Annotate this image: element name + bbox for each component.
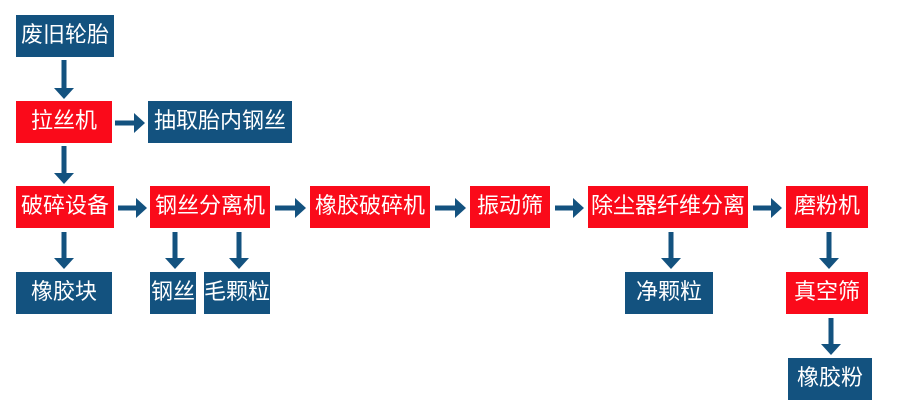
node-label: 拉丝机 <box>30 108 97 133</box>
node-label: 废旧轮胎 <box>20 22 109 47</box>
arrow-down-icon <box>53 58 75 100</box>
node-label: 橡胶粉 <box>796 365 863 390</box>
node-label: 橡胶破碎机 <box>314 193 425 218</box>
arrow-right-icon <box>117 197 148 219</box>
node-clean_granule[interactable]: 净颗粒 <box>625 272 713 314</box>
node-crusher[interactable]: 破碎设备 <box>16 186 114 228</box>
node-extract_bead_wire[interactable]: 抽取胎内钢丝 <box>148 101 292 143</box>
node-wire_drawing[interactable]: 拉丝机 <box>16 101 112 143</box>
node-rubber_crusher[interactable]: 橡胶破碎机 <box>310 186 430 228</box>
node-label: 抽取胎内钢丝 <box>153 108 286 133</box>
node-waste_tire[interactable]: 废旧轮胎 <box>16 15 114 57</box>
node-label: 磨粉机 <box>793 193 860 218</box>
arrow-down-icon <box>53 144 75 185</box>
arrow-right-icon <box>752 197 783 219</box>
arrow-right-icon <box>434 197 467 219</box>
node-label: 毛颗粒 <box>204 279 271 304</box>
arrow-right-icon <box>554 197 585 219</box>
arrow-down-icon <box>164 230 186 270</box>
node-label: 净颗粒 <box>635 279 702 304</box>
node-steel_wire[interactable]: 钢丝 <box>150 272 196 314</box>
arrow-right-icon <box>114 112 146 134</box>
node-fuzzy_granule[interactable]: 毛颗粒 <box>204 272 270 314</box>
node-label: 橡胶块 <box>30 279 97 304</box>
node-vibrating_screen[interactable]: 振动筛 <box>470 186 550 228</box>
node-rubber_powder[interactable]: 橡胶粉 <box>788 358 872 400</box>
node-wire_separator[interactable]: 钢丝分离机 <box>150 186 270 228</box>
arrow-down-icon <box>228 230 250 270</box>
node-label: 振动筛 <box>476 193 543 218</box>
arrow-down-icon <box>53 230 75 270</box>
node-label: 破碎设备 <box>20 193 109 218</box>
arrow-down-icon <box>660 230 682 270</box>
node-label: 真空筛 <box>793 279 860 304</box>
arrow-down-icon <box>818 230 840 270</box>
node-rubber_block[interactable]: 橡胶块 <box>16 272 112 314</box>
arrow-down-icon <box>820 316 842 356</box>
node-vacuum_sieve[interactable]: 真空筛 <box>786 272 868 314</box>
node-dust_fiber_sep[interactable]: 除尘器纤维分离 <box>588 186 748 228</box>
arrow-right-icon <box>274 197 307 219</box>
node-label: 除尘器纤维分离 <box>590 193 745 218</box>
node-grinder[interactable]: 磨粉机 <box>786 186 868 228</box>
node-label: 钢丝 <box>150 279 195 304</box>
node-label: 钢丝分离机 <box>154 193 265 218</box>
